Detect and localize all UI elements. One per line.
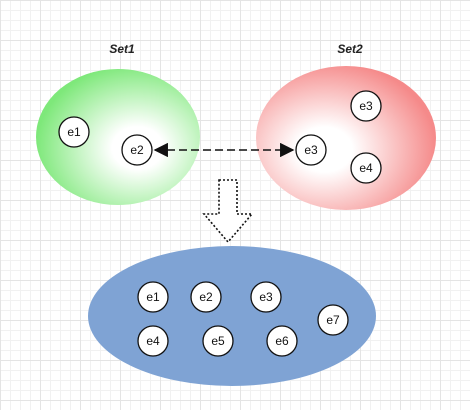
node-label: e3	[304, 143, 318, 157]
union-element-e5[interactable]: e5	[202, 325, 234, 357]
node-label: e5	[211, 334, 225, 348]
node-circle	[137, 281, 169, 313]
node-circle	[350, 90, 382, 122]
set1-region	[36, 69, 200, 205]
node-label: e3	[259, 290, 273, 304]
node-label: e2	[130, 143, 144, 157]
set1-title: Set1	[109, 42, 135, 56]
set2-element-e3-top[interactable]: e3	[350, 90, 382, 122]
set2-title: Set2	[337, 42, 363, 56]
set1-group: Set1 e1 e2	[36, 42, 200, 205]
node-label: e1	[67, 125, 81, 139]
node-circle	[190, 281, 222, 313]
union-element-e7[interactable]: e7	[317, 304, 349, 336]
node-label: e3	[359, 99, 373, 113]
node-circle	[250, 281, 282, 313]
node-circle	[121, 134, 153, 166]
set2-element-e3-linked[interactable]: e3	[295, 134, 327, 166]
merge-down-arrow	[202, 179, 254, 244]
set1-element-e1[interactable]: e1	[58, 116, 90, 148]
set1-element-e2[interactable]: e2	[121, 134, 153, 166]
union-element-e2[interactable]: e2	[190, 281, 222, 313]
node-circle	[202, 325, 234, 357]
node-circle	[295, 134, 327, 166]
union-element-e1[interactable]: e1	[137, 281, 169, 313]
node-circle	[317, 304, 349, 336]
node-label: e1	[146, 290, 160, 304]
union-group: e1 e2 e3 e7 e4 e5	[88, 246, 376, 386]
set2-group: Set2 e3 e4 e3	[256, 42, 436, 210]
node-circle	[58, 116, 90, 148]
union-element-e6[interactable]: e6	[266, 325, 298, 357]
node-label: e7	[326, 313, 340, 327]
node-label: e4	[359, 161, 373, 175]
node-circle	[266, 325, 298, 357]
node-circle	[350, 152, 382, 184]
set2-element-e4[interactable]: e4	[350, 152, 382, 184]
node-circle	[137, 325, 169, 357]
node-label: e2	[199, 290, 213, 304]
union-element-e3[interactable]: e3	[250, 281, 282, 313]
node-label: e4	[146, 334, 160, 348]
set2-region	[256, 66, 436, 210]
union-element-e4[interactable]: e4	[137, 325, 169, 357]
node-label: e6	[275, 334, 289, 348]
